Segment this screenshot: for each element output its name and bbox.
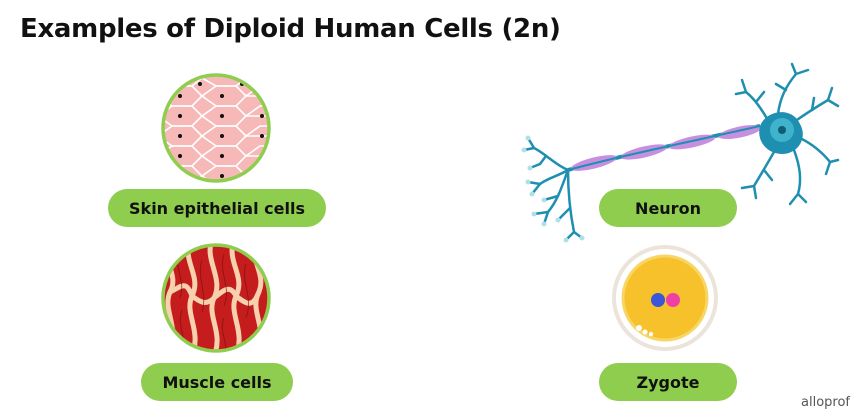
skin-epithelial-cells-image (161, 73, 271, 183)
muscle-cells-label: Muscle cells (141, 363, 293, 401)
zygote-label: Zygote (599, 363, 737, 401)
alloprof-logo: alloprof (801, 395, 850, 410)
page-title: Examples of Diploid Human Cells (2n) (20, 14, 561, 44)
skin-epithelial-cells-label: Skin epithelial cells (108, 189, 326, 227)
neuron-image (521, 62, 840, 243)
muscle-cells-image (161, 243, 271, 353)
zygote-image (612, 245, 718, 351)
neuron-label: Neuron (599, 189, 737, 227)
